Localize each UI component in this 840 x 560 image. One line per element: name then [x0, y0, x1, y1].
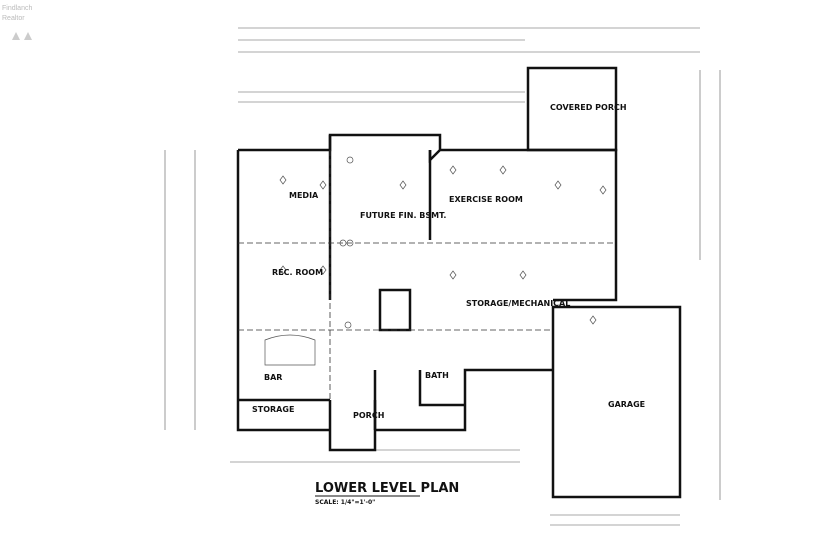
room-label-rec-room: REC. ROOM [272, 268, 323, 277]
svg-text:Findlanch: Findlanch [2, 5, 32, 12]
logo-watermark: Findlanch Realtor [2, 5, 32, 40]
room-label-bath: BATH [425, 371, 449, 380]
room-label-garage: GARAGE [608, 400, 645, 409]
room-label-covered-porch: COVERED PORCH [550, 103, 627, 112]
svg-text:Realtor: Realtor [2, 15, 25, 22]
walls [236, 66, 682, 499]
plan-title: LOWER LEVEL PLAN [315, 481, 459, 496]
room-label-porch: PORCH [353, 411, 384, 420]
room-label-media: MEDIA [289, 191, 319, 200]
room-label-exercise-room: EXERCISE ROOM [449, 195, 523, 204]
fixtures [264, 156, 607, 366]
plan-scale: SCALE: 1/4"=1'-0" [315, 499, 375, 506]
room-label-storage-mechanical: STORAGE/MECHANICAL [466, 299, 570, 308]
room-label-bar: BAR [264, 373, 282, 382]
room-label-storage: STORAGE [252, 405, 294, 414]
beam-lines [238, 150, 616, 400]
dimension-lines [164, 27, 721, 526]
room-label-future-fin-bsmt: FUTURE FIN. BSMT. [360, 211, 446, 220]
